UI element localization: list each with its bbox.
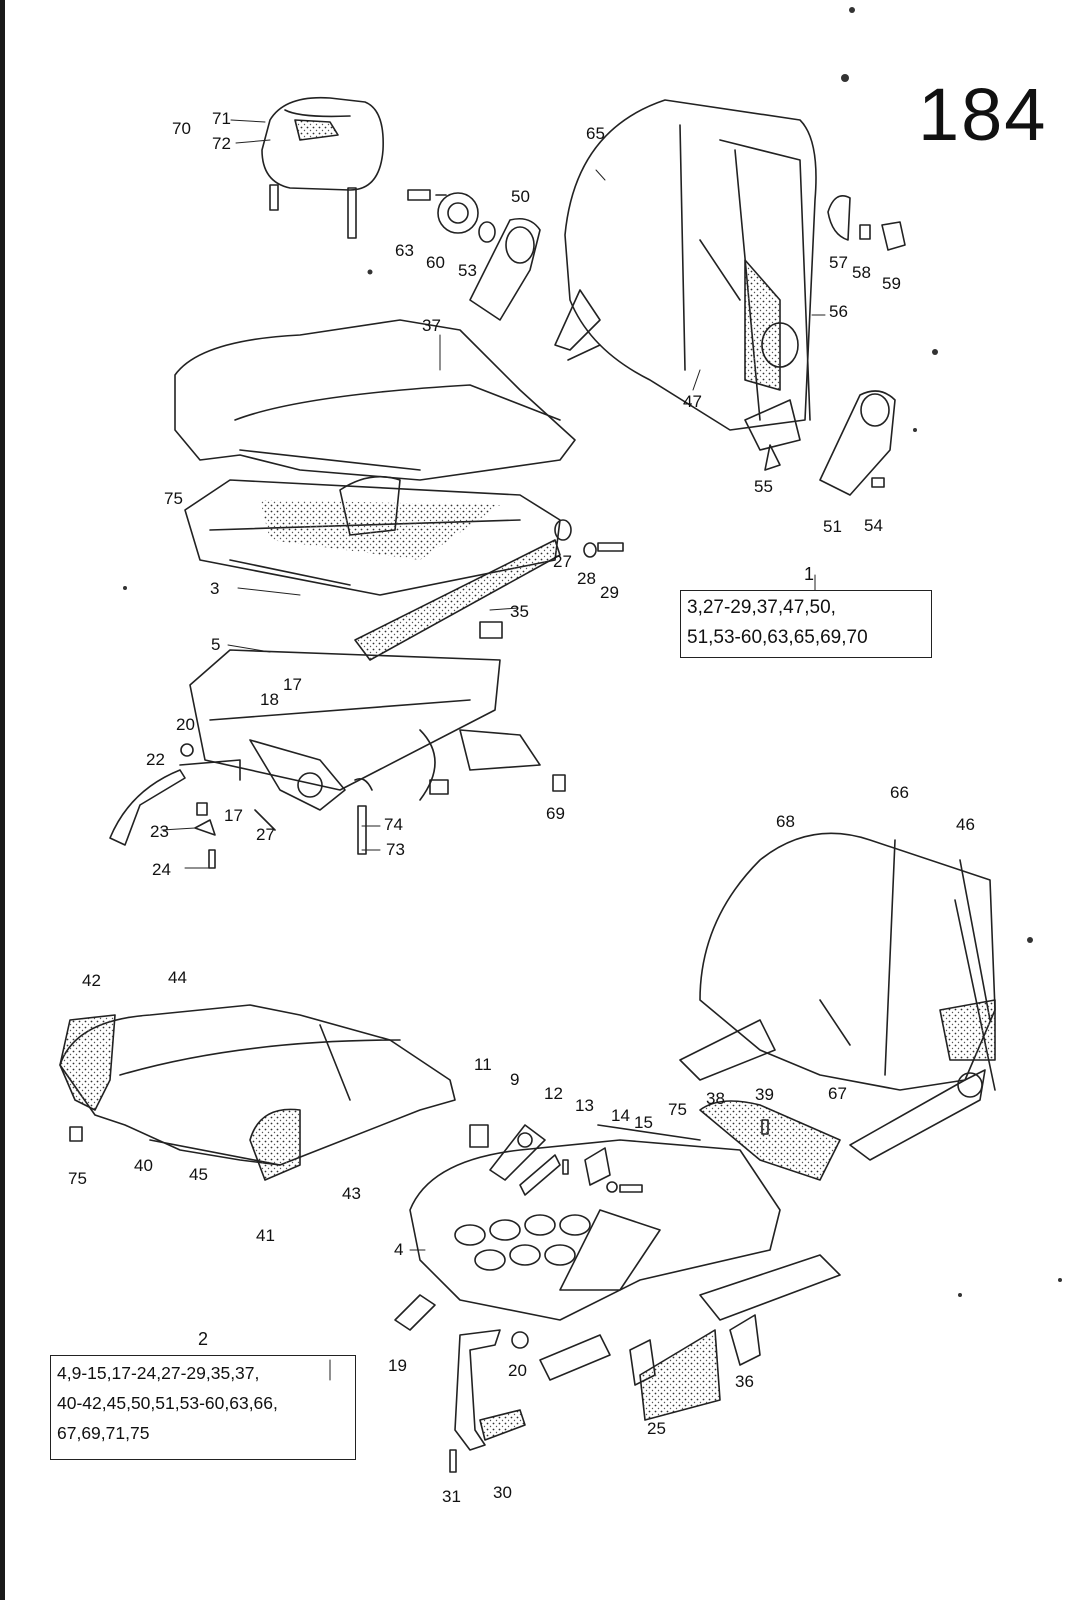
- callout-20: 20: [176, 715, 195, 734]
- callout-3: 3: [210, 579, 220, 598]
- hinge-cover-drawing: [469, 217, 601, 361]
- callout-71: 71: [212, 109, 231, 128]
- callout-45: 45: [189, 1165, 208, 1184]
- kit-1-number: 1: [804, 564, 815, 584]
- backrest-assembly-drawing: [679, 832, 996, 1161]
- release-lever-drawing: [827, 195, 906, 251]
- kit-2-line: 4,9-15,17-24,27-29,35,37,: [57, 1363, 260, 1383]
- callout-74: 74: [384, 815, 403, 834]
- callout-9: 9: [510, 1070, 520, 1089]
- callout-75-mid: 75: [668, 1100, 687, 1119]
- callout-24: 24: [152, 860, 171, 879]
- kit-2-line: 67,69,71,75: [57, 1423, 150, 1443]
- callout-19: 19: [388, 1356, 407, 1375]
- callout-11: 11: [474, 1055, 492, 1074]
- callout-59: 59: [882, 274, 901, 293]
- callout-25: 25: [647, 1419, 666, 1438]
- callout-14: 14: [611, 1106, 630, 1125]
- callout-27: 27: [553, 552, 572, 571]
- callout-15: 15: [634, 1113, 653, 1132]
- kit-2-contents: 4,9-15,17-24,27-29,35,37, 40-42,45,50,51…: [50, 1355, 356, 1460]
- callout-55: 55: [754, 477, 773, 496]
- callout-44: 44: [168, 968, 187, 987]
- callout-75: 75: [164, 489, 183, 508]
- page-number: 184: [918, 73, 1048, 156]
- callout-58: 58: [852, 263, 871, 282]
- callout-13: 13: [575, 1096, 594, 1115]
- callout-47: 47: [683, 392, 702, 411]
- callout-54: 54: [864, 516, 883, 535]
- callout-4: 4: [394, 1240, 404, 1259]
- seat-pan-drawing: [409, 1139, 841, 1321]
- callout-23: 23: [150, 822, 169, 841]
- callout-41: 41: [256, 1226, 275, 1245]
- callout-43: 43: [342, 1184, 361, 1203]
- callout-28: 28: [577, 569, 596, 588]
- headrest-drawing: [261, 96, 384, 239]
- adjust-lever-drawing: [109, 743, 566, 869]
- callout-38: 38: [706, 1089, 725, 1108]
- callout-72: 72: [212, 134, 231, 153]
- callout-39: 39: [755, 1085, 774, 1104]
- callout-40: 40: [134, 1156, 153, 1175]
- callout-68: 68: [776, 812, 795, 831]
- callout-53: 53: [458, 261, 477, 280]
- side-cover-drawing: [764, 390, 896, 496]
- bolt-set-drawing: [554, 519, 624, 558]
- seat-cover-drawing: [59, 1004, 456, 1181]
- kit-2-line: 40-42,45,50,51,53-60,63,66,: [57, 1393, 278, 1413]
- callout-5: 5: [211, 635, 221, 654]
- side-trim-drawing: [354, 539, 561, 661]
- callout-73: 73: [386, 840, 405, 859]
- callout-46: 46: [956, 815, 975, 834]
- callout-42: 42: [82, 971, 101, 990]
- clip-drawing: [69, 1126, 83, 1142]
- callout-18: 18: [260, 690, 279, 709]
- callout-69: 69: [546, 804, 565, 823]
- callout-17-lower: 17: [224, 806, 243, 825]
- callout-30: 30: [493, 1483, 512, 1502]
- callout-29: 29: [600, 583, 619, 602]
- callout-22: 22: [146, 750, 165, 769]
- callout-67: 67: [828, 1084, 847, 1103]
- callout-60: 60: [426, 253, 445, 272]
- callout-50: 50: [511, 187, 530, 206]
- lower-frame-drawing: [189, 649, 541, 811]
- callout-63: 63: [395, 241, 414, 260]
- callout-31: 31: [442, 1487, 461, 1506]
- callout-36: 36: [735, 1372, 754, 1391]
- callout-17: 17: [283, 675, 302, 694]
- small-parts-drawing: [394, 1100, 841, 1473]
- backrest-frame-drawing: [564, 99, 817, 451]
- callout-75-left: 75: [68, 1169, 87, 1188]
- leader-lines: [161, 119, 826, 1381]
- callout-35: 35: [510, 602, 529, 621]
- kit-2-number: 2: [198, 1329, 209, 1349]
- callout-56: 56: [829, 302, 848, 321]
- callout-12: 12: [544, 1084, 563, 1103]
- callout-57: 57: [829, 253, 848, 272]
- seat-frame-drawing: [184, 479, 561, 596]
- recliner-knob-drawing: [407, 189, 496, 243]
- callout-66: 66: [890, 783, 909, 802]
- callout-51: 51: [823, 517, 842, 536]
- kit-1-contents: 3,27-29,37,47,50, 51,53-60,63,65,69,70: [680, 590, 932, 658]
- callout-20-lower: 20: [508, 1361, 527, 1380]
- binding-edge: [0, 0, 5, 1600]
- callout-37: 37: [422, 316, 441, 335]
- kit-1-line: 51,53-60,63,65,69,70: [687, 627, 868, 648]
- kit-1-line: 3,27-29,37,47,50,: [687, 597, 836, 618]
- callout-65: 65: [586, 124, 605, 143]
- scan-specks: [123, 7, 1062, 1297]
- callout-27-lower: 27: [256, 825, 275, 844]
- callout-70: 70: [172, 119, 191, 138]
